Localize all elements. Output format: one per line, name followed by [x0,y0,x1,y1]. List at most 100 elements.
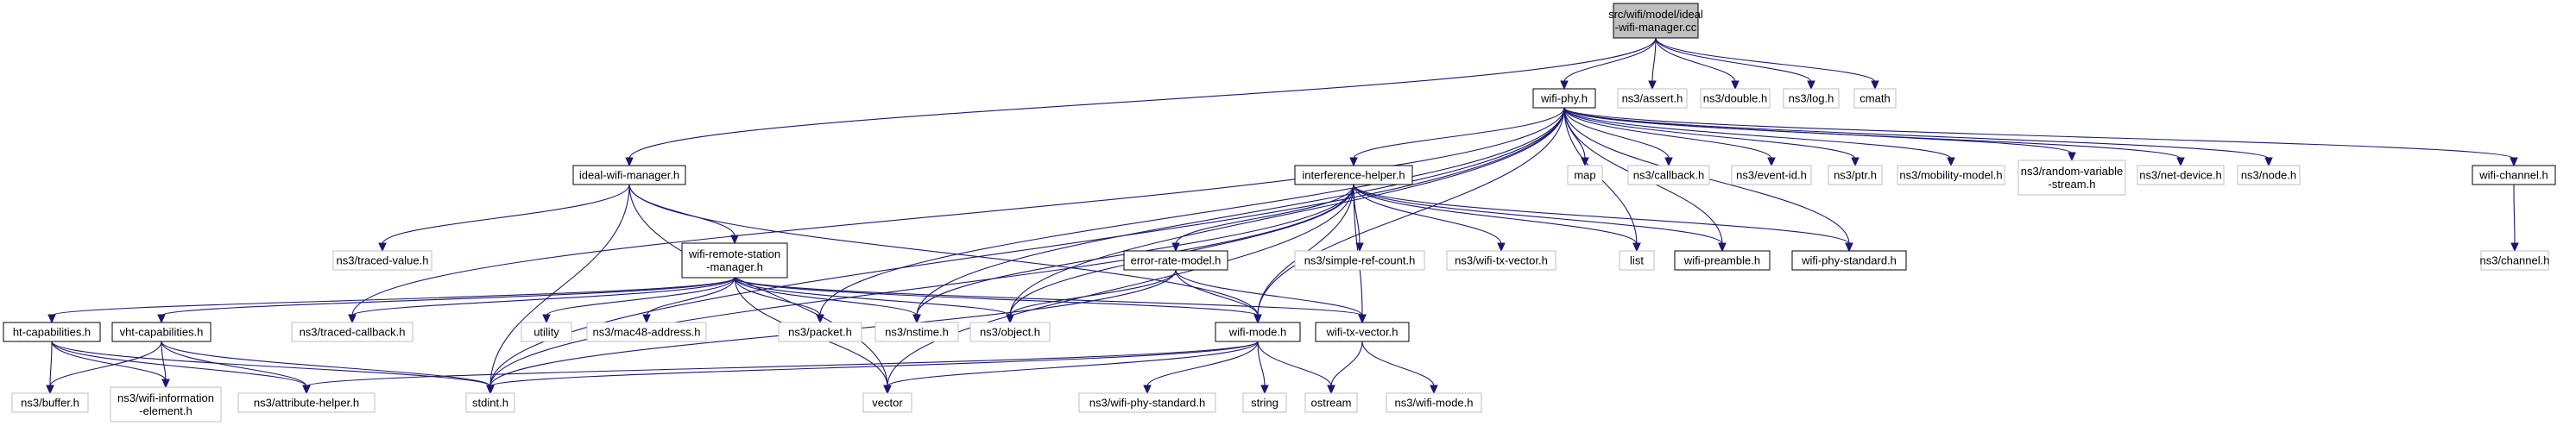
edge-wifi-remote-station-manager-to-wifi-mode [734,277,1262,324]
arrowhead [1851,157,1859,167]
edge-wifi-mode-to-stdint [486,341,1259,395]
edge-wifi-phy-to-ns3-node [1563,107,2273,167]
arrowhead [1807,80,1815,91]
node-wifi-preamble[interactable]: wifi-preamble.h [1674,250,1771,271]
arrowhead [161,379,170,389]
arrowhead [1731,80,1739,91]
node-box [1617,88,1688,109]
arrowhead [1260,385,1269,395]
node-label: ns3/event-id.h [1736,169,1807,182]
node-label: wifi-tx-vector.h [1325,326,1398,339]
edge-wifi-remote-station-manager-to-ht-capabilities [47,277,736,324]
node-box [1294,165,1413,185]
node-box [11,392,89,413]
edge-line [1651,37,1657,83]
node-label: ns3/channel.h [2480,254,2550,267]
node-wifi-channel[interactable]: wifi-channel.h [2472,165,2556,185]
edge-wifi-remote-station-manager-to-ns3-object [734,277,1014,324]
node-box [1446,250,1556,271]
edge-root-to-ns3-log [1655,37,1815,91]
node-ns3-assert: ns3/assert.h [1617,88,1688,109]
edge-vht-capabilities-to-ns3-buffer [46,341,162,395]
node-box [1532,88,1596,109]
edge-error-rate-model-to-wifi-mode [1175,269,1262,324]
arrowhead [816,314,824,324]
node-label: -element.h [139,404,192,417]
node-list: list [1619,250,1655,271]
node-wifi-phy[interactable]: wifi-phy.h [1532,88,1596,109]
arrowhead [2264,157,2273,167]
edge-line [1563,37,1657,83]
node-label: wifi-phy.h [1540,92,1588,105]
node-ht-capabilities[interactable]: ht-capabilities.h [3,322,101,342]
node-ns3-ptr: ns3/ptr.h [1828,165,1883,185]
node-box [2137,165,2225,185]
edge-wifi-phy-to-interference-helper [1349,107,1565,167]
edge-wifi-phy-to-ns3-packet [816,107,1565,324]
node-box [110,386,222,423]
edge-line [1009,269,1177,316]
arrowhead [1648,80,1657,91]
edge-line [51,341,491,387]
node-map: map [1567,165,1603,185]
edge-line [1563,107,1772,160]
edge-wifi-tx-vector-to-ns3-wifi-mode [1361,341,1438,395]
edge-line [1175,269,1259,316]
edge-line [546,277,736,316]
node-label: ns3/simple-ref-count.h [1304,254,1416,267]
edge-line [1175,184,1354,245]
arrowhead [1947,157,1955,167]
edge-line [1009,107,1565,316]
node-wifi-mode[interactable]: wifi-mode.h [1215,322,1301,342]
edge-line [49,341,53,387]
node-box [1294,250,1425,271]
node-label: ns3/wifi-mode.h [1394,397,1473,410]
node-box [1078,392,1216,413]
node-wifi-remote-station-manager[interactable]: wifi-remote-station-manager.h [681,242,788,279]
edge-line [351,277,736,316]
node-box [1674,250,1771,271]
edge-wifi-phy-to-ns3-callback [1563,107,1673,167]
node-vht-capabilities[interactable]: vht-capabilities.h [111,322,212,342]
node-label: vht-capabilities.h [120,326,204,339]
edge-root-to-ideal-wifi-manager [625,37,1657,167]
node-ideal-wifi-manager[interactable]: ideal-wifi-manager.h [572,165,686,185]
arrowhead [1355,242,1364,253]
edge-line [628,184,736,237]
node-wifi-phy-standard[interactable]: wifi-phy-standard.h [1791,250,1907,271]
edge-line [161,341,491,387]
edge-line [734,277,821,316]
node-box [1853,88,1897,109]
node-ostream: ostream [1304,392,1358,413]
node-box [1123,250,1228,271]
node-cmath: cmath [1853,88,1897,109]
edge-line [628,37,1657,160]
edge-line [1175,269,1363,316]
edge-wifi-phy-to-wifi-channel [1563,107,2518,167]
node-label: wifi-remote-station [688,247,780,260]
node-wifi-tx-vector[interactable]: wifi-tx-vector.h [1315,322,1410,342]
arrowhead [1497,242,1506,253]
edge-line [887,341,1259,387]
edge-wifi-mode-to-string [1257,341,1269,395]
node-box [465,392,515,413]
node-box [681,242,788,279]
arrowhead [46,385,54,395]
node-label: wifi-channel.h [2478,169,2548,182]
edge-line [51,277,736,316]
edge-wifi-mode-to-ns3-attribute-helper [302,341,1259,395]
node-box [572,165,686,185]
node-ns3-traced-value: ns3/traced-value.h [332,250,432,271]
node-error-rate-model[interactable]: error-rate-model.h [1123,250,1228,271]
edge-line [1563,107,2073,154]
node-ns3-net-device: ns3/net-device.h [2137,165,2225,185]
nodes-layer: src/wifi/model/ideal-wifi-manager.ccwifi… [3,3,2556,423]
edge-wifi-remote-station-manager-to-ns3-traced-callback [348,277,736,324]
node-label: -wifi-manager.cc [1615,21,1697,34]
node-interference-helper[interactable]: interference-helper.h [1294,165,1413,185]
edge-line [1655,37,1876,83]
node-label: list [1630,254,1644,267]
node-label: ns3/net-device.h [2139,169,2221,182]
node-label: ns3/random-variable [2021,165,2124,178]
node-label: ns3/buffer.h [21,397,79,410]
